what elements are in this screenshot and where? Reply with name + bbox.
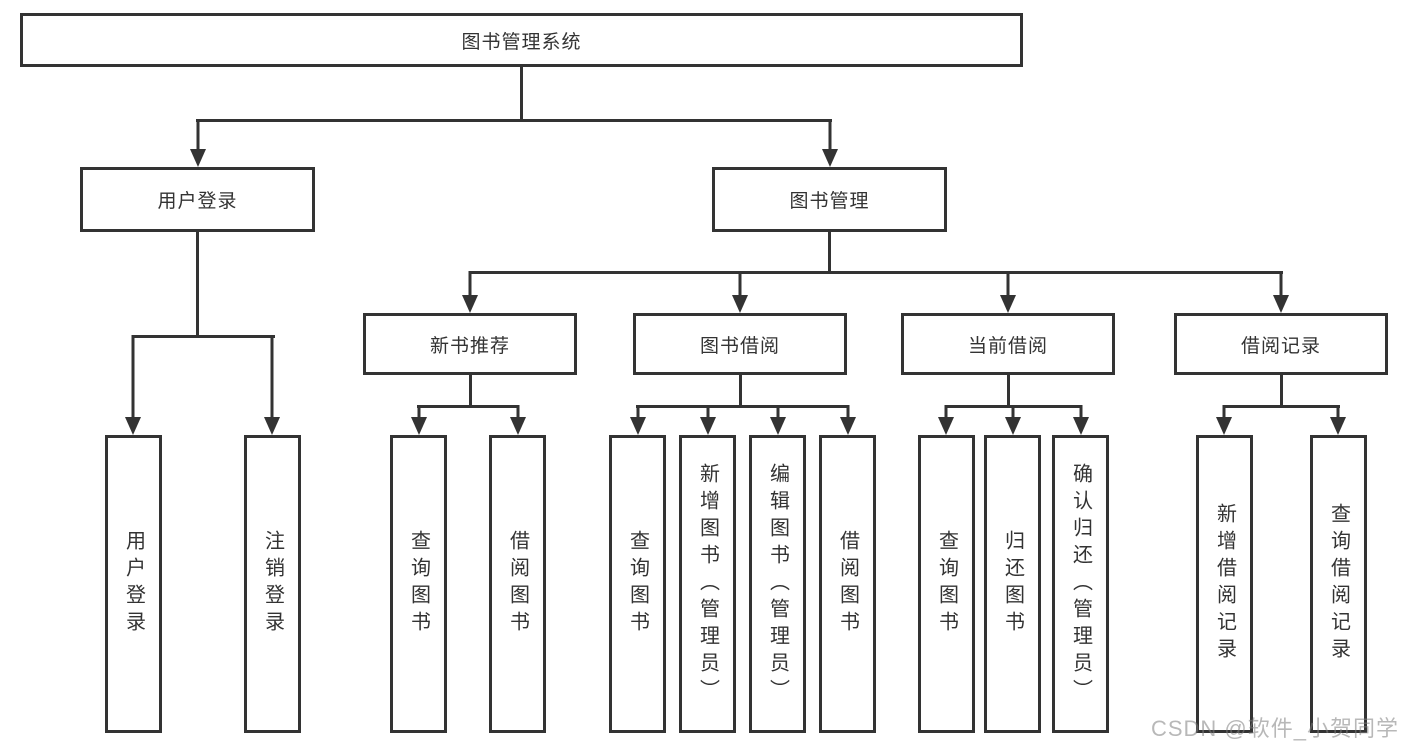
connector-root-drop: [520, 67, 523, 122]
leaf-query-books-3: 查询图书: [918, 435, 975, 733]
arrow-to-return-book: [1005, 405, 1021, 435]
node-current-borrow: 当前借阅: [901, 313, 1115, 375]
connector-new-book-recommend-drop: [469, 373, 472, 407]
leaf-query-books-1: 查询图书: [390, 435, 447, 733]
leaf-borrow-books-1-label: 借阅图书: [506, 530, 529, 638]
connector-book-management-drop: [828, 230, 831, 273]
arrow-to-query-books-1: [411, 405, 427, 435]
connector-borrow-records-branch: [1223, 405, 1340, 408]
arrow-to-leaf-logout: [264, 335, 280, 435]
leaf-add-book-admin: 新增图书（管理员）: [679, 435, 736, 733]
connector-book-borrow-drop: [739, 373, 742, 407]
connector-new-book-recommend-branch: [417, 405, 519, 408]
leaf-query-books-2: 查询图书: [609, 435, 666, 733]
connector-current-borrow-drop: [1007, 373, 1010, 407]
connector-level2-branch: [196, 119, 832, 122]
node-book-borrow: 图书借阅: [633, 313, 847, 375]
arrow-to-borrow-books-2: [840, 405, 856, 435]
leaf-logout-label: 注销登录: [261, 530, 284, 638]
leaf-query-books-1-label: 查询图书: [407, 530, 430, 638]
arrow-to-query-borrow-record: [1330, 405, 1346, 435]
leaf-query-borrow-record: 查询借阅记录: [1310, 435, 1367, 733]
node-book-borrow-label: 图书借阅: [699, 335, 780, 357]
leaf-confirm-return-admin-label: 确认归还（管理员）: [1069, 462, 1092, 706]
node-root: 图书管理系统: [20, 13, 1023, 67]
leaf-borrow-books-2: 借阅图书: [819, 435, 876, 733]
leaf-borrow-books-2-label: 借阅图书: [836, 530, 859, 638]
leaf-return-book: 归还图书: [984, 435, 1041, 733]
connector-book-borrow-branch: [636, 405, 849, 408]
arrow-to-book-borrow: [732, 271, 748, 313]
leaf-borrow-books-1: 借阅图书: [489, 435, 546, 733]
node-book-management: 图书管理: [712, 167, 947, 232]
node-borrow-records-label: 借阅记录: [1240, 335, 1321, 357]
arrow-to-edit-book: [770, 405, 786, 435]
connector-level3-branch: [469, 271, 1283, 274]
connector-borrow-records-drop: [1280, 373, 1283, 407]
node-new-book-recommend: 新书推荐: [363, 313, 577, 375]
csdn-watermark: CSDN @软件_小贺同学: [1150, 716, 1399, 741]
leaf-return-book-label: 归还图书: [1001, 530, 1024, 638]
node-current-borrow-label: 当前借阅: [967, 335, 1048, 357]
arrow-to-query-books-3: [938, 405, 954, 435]
connector-user-login-branch: [132, 335, 275, 338]
node-book-management-label: 图书管理: [789, 191, 870, 212]
leaf-user-login: 用户登录: [105, 435, 162, 733]
arrow-to-current-borrow: [1000, 271, 1016, 313]
arrow-to-add-borrow-record: [1216, 405, 1232, 435]
arrow-to-new-book-recommend: [462, 271, 478, 313]
arrow-to-user-login: [190, 119, 206, 167]
node-new-book-recommend-label: 新书推荐: [429, 335, 510, 357]
arrow-to-query-books-2: [630, 405, 646, 435]
arrow-to-confirm-return: [1073, 405, 1089, 435]
leaf-edit-book-admin-label: 编辑图书（管理员）: [766, 462, 789, 706]
leaf-edit-book-admin: 编辑图书（管理员）: [749, 435, 806, 733]
node-user-login-label: 用户登录: [157, 191, 238, 212]
connector-user-login-drop: [196, 230, 199, 337]
leaf-add-book-admin-label: 新增图书（管理员）: [696, 462, 719, 706]
leaf-add-borrow-record: 新增借阅记录: [1196, 435, 1253, 733]
leaf-query-borrow-record-label: 查询借阅记录: [1327, 503, 1350, 665]
leaf-confirm-return-admin: 确认归还（管理员）: [1052, 435, 1109, 733]
leaf-user-login-label: 用户登录: [122, 530, 145, 638]
arrow-to-borrow-records: [1273, 271, 1289, 313]
leaf-add-borrow-record-label: 新增借阅记录: [1213, 503, 1236, 665]
leaf-query-books-2-label: 查询图书: [626, 530, 649, 638]
arrow-to-borrow-books-1: [510, 405, 526, 435]
node-borrow-records: 借阅记录: [1174, 313, 1388, 375]
leaf-logout: 注销登录: [244, 435, 301, 733]
arrow-to-leaf-user-login: [125, 335, 141, 435]
node-user-login: 用户登录: [80, 167, 315, 232]
node-root-label: 图书管理系统: [461, 31, 582, 53]
arrow-to-add-book: [700, 405, 716, 435]
arrow-to-book-management: [822, 119, 838, 167]
leaf-query-books-3-label: 查询图书: [935, 530, 958, 638]
